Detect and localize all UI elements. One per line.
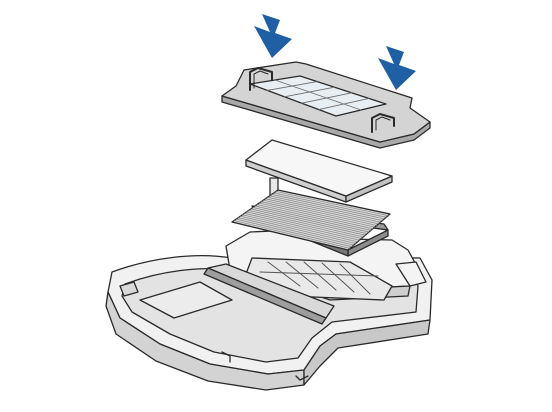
- foam-top: [245, 139, 393, 197]
- filter-cover: [221, 61, 431, 149]
- hepa-pleat-line: [273, 192, 387, 218]
- hepa-pleat-line: [244, 212, 360, 241]
- hepa-pleat-line: [258, 202, 374, 230]
- bin-right-wall: [303, 319, 431, 386]
- bin-front-notch: [221, 351, 231, 363]
- hepa-pleat-line: [240, 215, 356, 244]
- hepa-pleat-line: [265, 198, 379, 225]
- cover-handle-left: [249, 67, 273, 91]
- bin-latch: [119, 281, 139, 297]
- press-arrows: [254, 14, 416, 90]
- press-arrow-left: [254, 14, 292, 58]
- hepa-pleat-line: [237, 217, 355, 246]
- hepa-pleat-line: [269, 195, 383, 221]
- hepa-pleat-line: [260, 201, 376, 228]
- bin-left-ledge: [139, 281, 233, 319]
- cover-handle-right: [371, 113, 395, 133]
- hepa-pleat-line: [242, 214, 358, 243]
- hepa-pleat-line: [235, 218, 353, 248]
- hepa-pleat-line: [271, 194, 385, 220]
- cover-handle-left-inner: [253, 70, 269, 89]
- dust-bin: [105, 229, 433, 391]
- hepa-pleat-line: [267, 196, 381, 223]
- bin-center-bar-dark: [203, 267, 327, 325]
- foam-filter: [245, 139, 393, 203]
- hepa-pleat-line: [275, 191, 389, 216]
- hepa-pleat-line: [263, 199, 377, 226]
- hepa-pleat-line: [256, 204, 372, 231]
- cover-grid-cells: [266, 79, 370, 111]
- hepa-pleat-line: [250, 208, 366, 236]
- hepa-pleat-line: [246, 211, 362, 239]
- cover-grid-line: [274, 79, 362, 111]
- hepa-top: [231, 189, 391, 251]
- hepa-pleat-line: [254, 205, 370, 233]
- cover-handle-right-inner: [375, 116, 391, 131]
- cover-handles: [249, 67, 395, 133]
- hepa-pleats: [233, 191, 389, 249]
- bin-grill-ribs: [259, 261, 379, 295]
- hepa-pleat-line: [233, 220, 351, 249]
- bin-front-notch-2: [295, 375, 309, 381]
- hepa-pleat-line: [248, 210, 364, 238]
- cover-grid-frame: [249, 75, 387, 117]
- bin-right-tab: [395, 261, 427, 287]
- press-arrow-right: [378, 46, 416, 90]
- hepa-pleat-line: [252, 207, 368, 234]
